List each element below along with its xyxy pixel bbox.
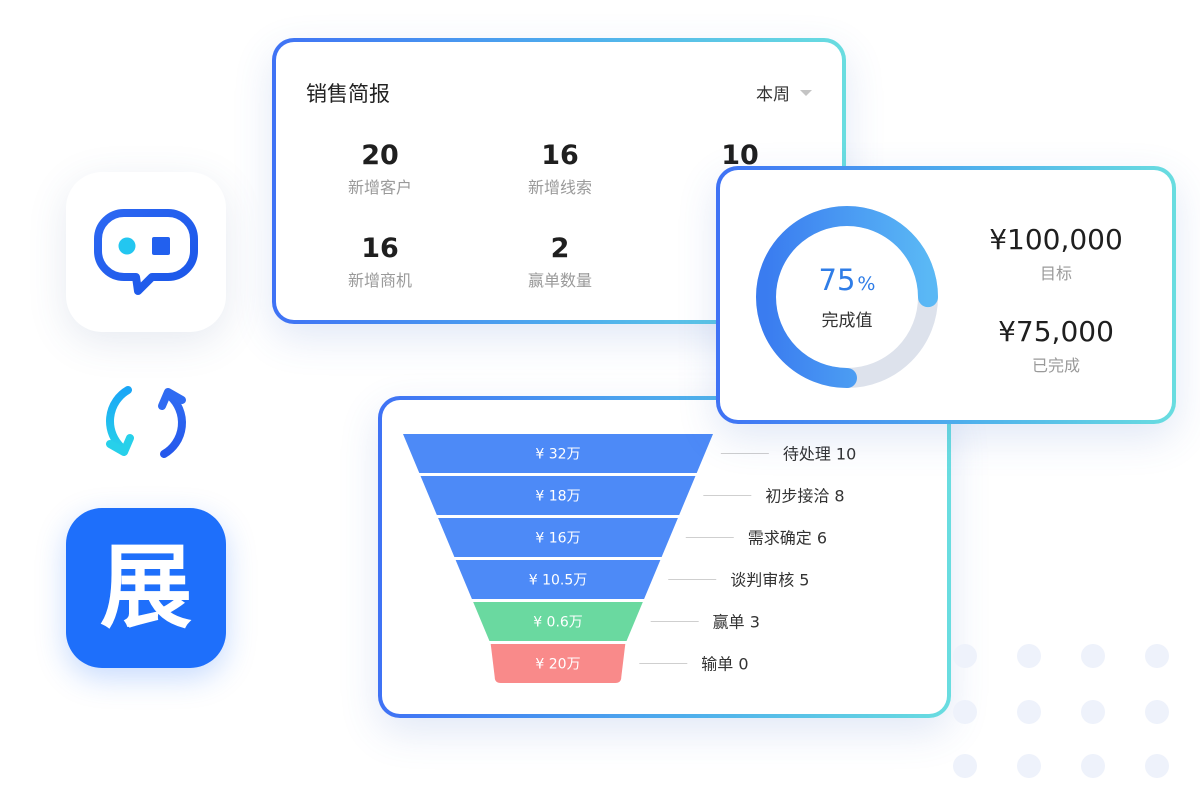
stat-new-customers: 20 新增客户 (310, 140, 450, 198)
percent-symbol: % (857, 272, 876, 295)
stat-label: 新增线索 (527, 178, 592, 197)
decor-dot (953, 644, 977, 668)
funnel-stage-amount: ¥ 32万 (535, 447, 580, 463)
period-dropdown[interactable]: 本周 (756, 80, 812, 105)
funnel-stage-3[interactable] (438, 518, 678, 557)
completed-label: 已完成 (1031, 356, 1080, 375)
chevron-down-icon (800, 89, 812, 96)
decor-dot (1081, 700, 1105, 724)
decor-dot (953, 700, 977, 724)
goal-value: ¥100,000 (989, 223, 1123, 256)
ring-center: 75% 完成值 (754, 204, 940, 390)
stat-label: 新增客户 (347, 178, 412, 197)
completion-ring (756, 206, 938, 388)
funnel-stage-amount: ¥ 20万 (535, 657, 580, 673)
zhan-logo: 展 (99, 534, 192, 641)
zhan-app-tile[interactable]: 展 (66, 508, 226, 668)
funnel-stage-amount: ¥ 10.5万 (529, 573, 588, 589)
completion-percent: 75% (819, 264, 876, 300)
stat-new-leads: 16 新增线索 (490, 140, 630, 198)
dot-grid-decoration (953, 636, 1200, 800)
funnel-stage-amount: ¥ 18万 (535, 489, 580, 505)
funnel-stage-6[interactable] (490, 644, 626, 683)
goal-label: 目标 (1039, 264, 1072, 283)
decor-dot (953, 754, 977, 778)
stat-value: 16 (541, 140, 579, 171)
decor-dot (1145, 644, 1169, 668)
funnel-stage-label: 初步接洽 8 (765, 487, 844, 506)
sync-icon (106, 386, 186, 458)
stat-won-deals: 2 赢单数量 (490, 233, 630, 291)
funnel-chart: ¥ 32万 待处理 10 ¥ 18万 初步接洽 8 ¥ 16万 需求确定 6 ¥ 10.5万… (403, 434, 856, 683)
funnel-stage-label: 需求确定 6 (748, 529, 827, 548)
decor-dot (1017, 754, 1041, 778)
stat-label: 赢单数量 (527, 271, 592, 290)
funnel-stage-label: 赢单 3 (713, 613, 760, 632)
decor-dot (1081, 644, 1105, 668)
decor-dot (1017, 644, 1041, 668)
funnel-stage-amount: ¥ 0.6万 (533, 615, 583, 631)
funnel-stage-label: 输单 0 (701, 655, 748, 674)
funnel-stage-4[interactable] (455, 560, 661, 599)
percent-value: 75 (818, 262, 856, 297)
stat-new-opportunities: 16 新增商机 (310, 233, 450, 291)
completion-label: 完成值 (821, 310, 873, 331)
stat-value: 16 (361, 233, 399, 264)
target-progress-card: 75% 完成值 ¥100,000 目标 ¥75,000 已完成 (716, 166, 1176, 424)
sales-brief-title: 销售简报 (306, 82, 390, 106)
funnel-stage-label: 待处理 10 (783, 445, 856, 464)
decor-dot (1145, 754, 1169, 778)
funnel-stage-amount: ¥ 16万 (535, 531, 580, 547)
decor-dot (1017, 700, 1041, 724)
completed-amount: ¥75,000 已完成 (946, 316, 1166, 376)
period-value: 本周 (756, 85, 790, 105)
funnel-stage-label: 谈判审核 5 (730, 571, 809, 590)
decor-dot (1145, 700, 1169, 724)
goal-amount: ¥100,000 目标 (946, 224, 1166, 284)
stat-label: 新增商机 (347, 271, 412, 290)
funnel-stage-2[interactable] (420, 476, 696, 515)
completed-value: ¥75,000 (998, 315, 1114, 348)
stat-value: 20 (361, 140, 399, 171)
stat-value: 2 (550, 233, 570, 264)
chat-app-tile[interactable] (66, 172, 226, 332)
stat-value: 10 (721, 140, 759, 171)
chat-bot-icon (94, 209, 198, 295)
funnel-stage-5[interactable] (473, 602, 643, 641)
sales-funnel-card: ¥ 32万 待处理 10 ¥ 18万 初步接洽 8 ¥ 16万 需求确定 6 ¥ 10.5万… (378, 396, 951, 718)
funnel-stage-1[interactable] (403, 434, 713, 473)
decor-dot (1081, 754, 1105, 778)
